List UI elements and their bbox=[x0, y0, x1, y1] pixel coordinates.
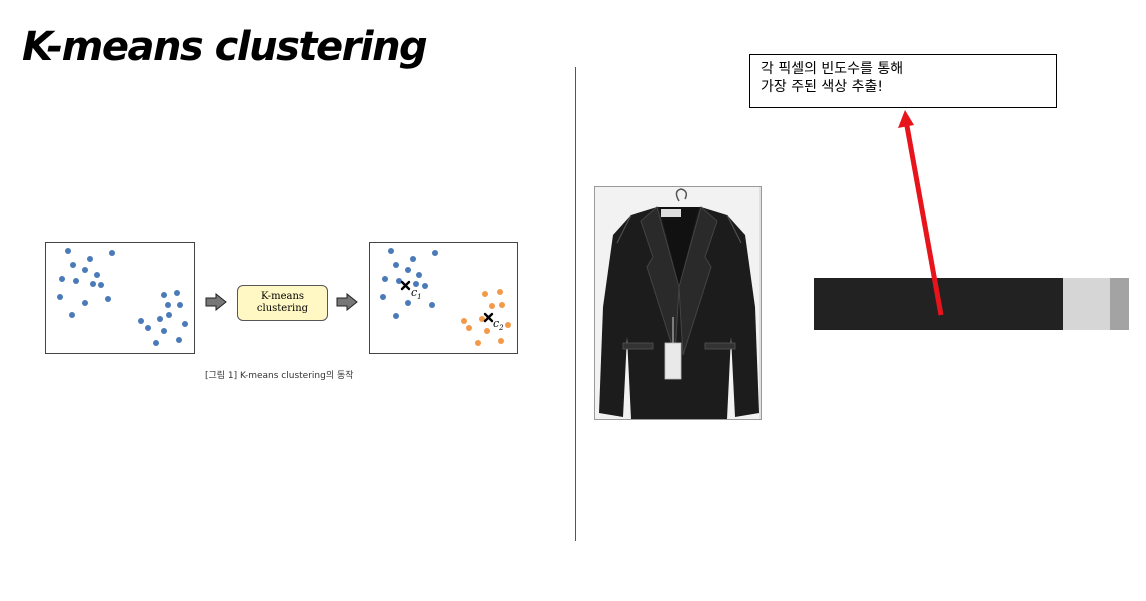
callout-line1: 각 픽셀의 빈도수를 통해 bbox=[761, 61, 904, 77]
cluster1-point bbox=[410, 256, 416, 262]
data-point bbox=[73, 278, 79, 284]
process-label-line1: K-means bbox=[260, 291, 305, 302]
data-point bbox=[82, 267, 88, 273]
cluster2-point bbox=[505, 322, 511, 328]
data-point bbox=[157, 316, 163, 322]
cluster2-point bbox=[498, 338, 504, 344]
cluster2-point bbox=[475, 340, 481, 346]
figure-caption: [그림 1] K-means clustering의 동작 bbox=[205, 371, 354, 381]
callout-line2: 가장 주된 색상 추출! bbox=[761, 79, 884, 95]
data-point bbox=[161, 328, 167, 334]
input-scatter-plot bbox=[57, 248, 188, 346]
page-title: K-means clustering bbox=[22, 24, 428, 70]
right-arrow-icon bbox=[205, 293, 227, 311]
cluster2-point bbox=[497, 289, 503, 295]
centroid2-marker bbox=[483, 312, 494, 323]
data-point bbox=[145, 325, 151, 331]
data-point bbox=[82, 300, 88, 306]
cluster2-point bbox=[482, 291, 488, 297]
data-point bbox=[109, 250, 115, 256]
cluster1-point bbox=[393, 262, 399, 268]
cluster1-point bbox=[429, 302, 435, 308]
centroid2-label: c2 bbox=[493, 317, 504, 332]
cluster1-point bbox=[432, 250, 438, 256]
data-point bbox=[90, 281, 96, 287]
cluster1-point bbox=[396, 278, 402, 284]
kmeans-process-box: K-means clustering bbox=[237, 285, 328, 321]
cluster2-point bbox=[499, 302, 505, 308]
jacket-illustration bbox=[595, 187, 761, 419]
data-point bbox=[57, 294, 63, 300]
cluster1-point bbox=[405, 300, 411, 306]
centroid1-label: c1 bbox=[411, 286, 422, 301]
data-point bbox=[65, 248, 71, 254]
cluster1-point bbox=[405, 267, 411, 273]
data-point bbox=[182, 321, 188, 327]
cluster2-point bbox=[489, 303, 495, 309]
vertical-divider bbox=[575, 67, 576, 541]
jacket-photo bbox=[594, 186, 762, 420]
data-point bbox=[165, 302, 171, 308]
cluster1-point bbox=[413, 281, 419, 287]
input-scatter-panel bbox=[45, 242, 195, 354]
right-arrow-icon bbox=[336, 293, 358, 311]
data-point bbox=[176, 337, 182, 343]
data-point bbox=[87, 256, 93, 262]
data-point bbox=[94, 272, 100, 278]
cluster2-point bbox=[484, 328, 490, 334]
process-label-line2: clustering bbox=[256, 303, 309, 314]
data-point bbox=[138, 318, 144, 324]
cluster1-point bbox=[388, 248, 394, 254]
data-point bbox=[174, 290, 180, 296]
cluster1-point bbox=[382, 276, 388, 282]
cluster2-point bbox=[461, 318, 467, 324]
data-point bbox=[59, 276, 65, 282]
data-point bbox=[166, 312, 172, 318]
cluster2-point bbox=[466, 325, 472, 331]
cluster1-point bbox=[380, 294, 386, 300]
data-point bbox=[69, 312, 75, 318]
data-point bbox=[161, 292, 167, 298]
data-point bbox=[177, 302, 183, 308]
cluster1-point bbox=[393, 313, 399, 319]
cluster1-point bbox=[422, 283, 428, 289]
centroid1-marker bbox=[400, 280, 411, 291]
data-point bbox=[98, 282, 104, 288]
cluster2-point bbox=[479, 316, 485, 322]
clustered-scatter-panel: c1 c2 bbox=[369, 242, 518, 354]
data-point bbox=[70, 262, 76, 268]
cluster1-point bbox=[416, 272, 422, 278]
color-swatch-3 bbox=[1110, 278, 1129, 330]
clustered-scatter-plot: c1 c2 bbox=[380, 248, 511, 346]
color-swatch-2 bbox=[1062, 278, 1111, 330]
data-point bbox=[153, 340, 159, 346]
callout-box: 각 픽셀의 빈도수를 통해 가장 주된 색상 추출! bbox=[749, 54, 1057, 108]
data-point bbox=[105, 296, 111, 302]
